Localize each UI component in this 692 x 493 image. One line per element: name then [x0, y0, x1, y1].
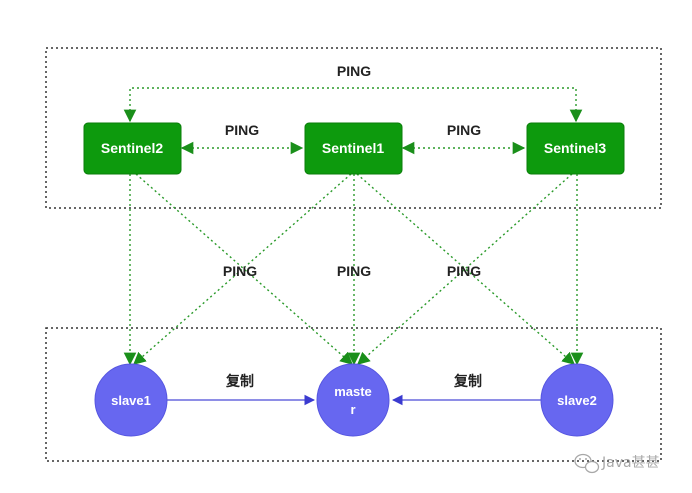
- sentinel1-label: Sentinel1: [322, 140, 384, 156]
- replication-label-left: 复制: [225, 373, 254, 390]
- wechat-icon: [574, 453, 600, 474]
- watermark: Java甚甚: [574, 453, 660, 474]
- master-label-line2: r: [350, 402, 355, 417]
- sentinel-group-frame: [45, 47, 662, 209]
- sentinel3-label: Sentinel3: [544, 140, 606, 156]
- ping-link-s2-s3: [123, 87, 583, 123]
- ping-link-s1-slave2: [356, 173, 575, 365]
- slave2-node[interactable]: slave2: [540, 363, 614, 437]
- master-node[interactable]: maste r: [316, 363, 390, 437]
- redis-group-frame: [45, 327, 662, 462]
- slave1-node[interactable]: slave1: [94, 363, 168, 437]
- ping-label-top: PING: [337, 63, 371, 79]
- ping-label-mid-center: PING: [337, 263, 371, 279]
- ping-label-s2-s1: PING: [225, 122, 259, 138]
- watermark-text: Java甚甚: [601, 455, 660, 471]
- sentinel3-node[interactable]: Sentinel3: [526, 122, 625, 175]
- slave1-label: slave1: [111, 393, 151, 408]
- sentinel1-node[interactable]: Sentinel1: [304, 122, 403, 175]
- sentinel2-node[interactable]: Sentinel2: [83, 122, 182, 175]
- ping-label-mid-right: PING: [447, 263, 481, 279]
- ping-label-s1-s3: PING: [447, 122, 481, 138]
- slave2-label: slave2: [557, 393, 597, 408]
- sentinel2-label: Sentinel2: [101, 140, 163, 156]
- replication-label-right: 复制: [453, 373, 482, 390]
- ping-label-mid-left: PING: [223, 263, 257, 279]
- ping-link-s1-slave1: [133, 173, 352, 365]
- master-label-line1: maste: [334, 384, 372, 399]
